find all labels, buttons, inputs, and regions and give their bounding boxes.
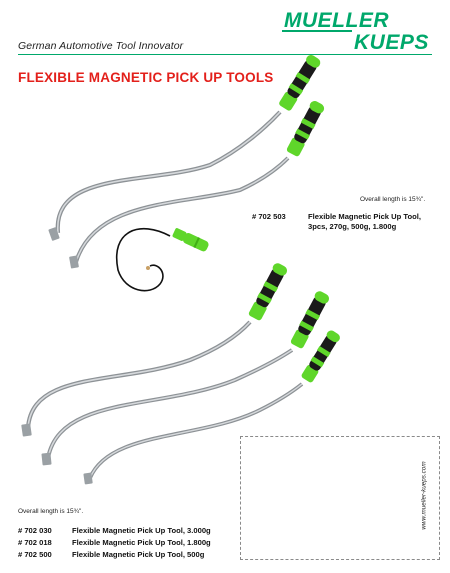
tool-large-5 [83,330,340,485]
set-description: Flexible Magnetic Pick Up Tool, 3pcs, 27… [308,212,448,231]
page-title: FLEXIBLE MAGNETIC PICK UP TOOLS [18,70,274,85]
tool-large-2 [69,101,325,269]
set-description-line1: Flexible Magnetic Pick Up Tool, [308,212,421,221]
single-item-number-2: # 702 018 [18,538,52,547]
single-item-description-2: Flexible Magnetic Pick Up Tool, 1.800g [72,538,211,547]
singles-overall-length: Overall length is 15¾". [18,508,84,515]
tool-large-3 [21,263,288,437]
single-item-description-3: Flexible Magnetic Pick Up Tool, 500g [72,550,205,559]
single-item-description-1: Flexible Magnetic Pick Up Tool, 3.000g [72,526,211,535]
tagline: German Automotive Tool Innovator [18,40,184,52]
website-vertical: www.mueller-kueps.com [418,448,430,548]
header-divider [18,54,432,55]
dealer-stamp-box [240,436,440,560]
set-description-line2: 3pcs, 270g, 500g, 1.800g [308,221,397,231]
set-overall-length: Overall length is 15¾". [360,196,426,203]
single-item-number-1: # 702 030 [18,526,52,535]
website-link[interactable]: www.mueller-kueps.com [420,461,428,530]
logo-line1: MUELLER [284,9,389,32]
tool-large-1 [48,55,321,241]
set-item-number: # 702 503 [252,212,286,221]
single-item-number-3: # 702 500 [18,550,52,559]
brand-logo: MUELLER KUEPS [282,9,429,52]
logo-line2: KUEPS [354,31,429,52]
tool-large-4 [41,291,330,466]
tool-small-coiled [115,227,209,292]
